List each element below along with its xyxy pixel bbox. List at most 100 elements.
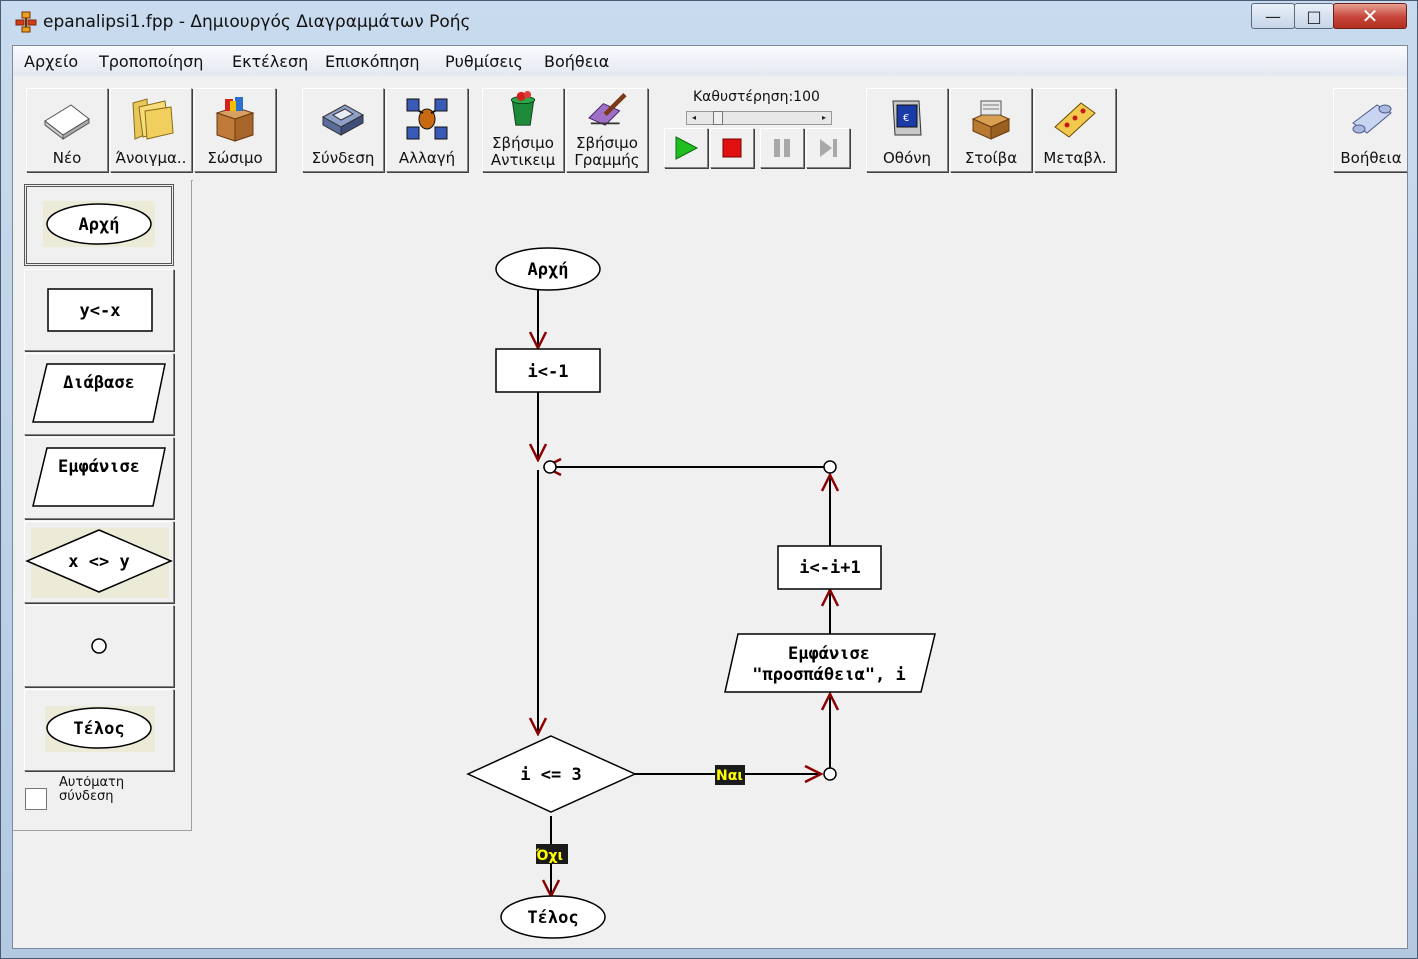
start-shape-icon: Αρχή [43,201,155,247]
menu-file[interactable]: Αρχείο [24,52,79,71]
svg-text:€: € [903,113,909,124]
palette-end[interactable]: Τέλος [24,689,174,771]
node-condition-label: i <= 3 [520,765,581,785]
menu-settings[interactable]: Ρυθμίσεις [445,52,523,71]
node-print-line2: "προσπάθεια", i [752,665,906,685]
arrows-icon [406,98,448,140]
window-title: epanalipsi1.fpp - Δημιουργός Διαγραμμάτω… [43,12,471,32]
delete-object-label-line2: Αντικειμ [490,151,556,169]
print-shape-icon: Εμφάνισε [32,447,166,507]
slider-right-icon[interactable]: ▸ [821,113,826,122]
slider-thumb[interactable] [713,111,723,125]
connector-shape-icon [91,638,107,654]
maximize-button[interactable]: □ [1294,3,1334,29]
auto-connect-checkbox[interactable] [25,788,47,810]
palette-assign[interactable]: y<-x [24,269,174,351]
auto-connect-label: Αυτόματη σύνδεση [59,776,125,804]
shape-palette: Αρχή y<-x Διάβασε Εμφάνισε [13,180,192,831]
node-increment[interactable]: i<-i+1 [777,545,882,590]
help-scroll-icon [1352,104,1392,134]
menu-help[interactable]: Βοήθεια [544,52,610,71]
palette-read-label: Διάβασε [63,373,135,393]
stack-button[interactable]: Στοίβα [950,88,1032,172]
node-yes-connector[interactable] [823,767,837,781]
menu-edit[interactable]: Τροποποίηση [99,52,204,71]
client-area: Αρχείο Τροποποίηση Εκτέλεση Επισκόπηση Ρ… [12,45,1408,949]
slider-left-icon[interactable]: ◂ [691,113,696,122]
stop-button[interactable] [710,128,754,168]
stack-icon [971,100,1011,140]
flowchart-canvas[interactable]: Αρχή i<-1 i <= 3 Εμφάνισε "προσπάθεια", … [193,180,1407,948]
step-button[interactable] [806,128,850,168]
close-icon: ✕ [1361,4,1379,28]
palette-decision[interactable]: x <> y [24,521,174,603]
blank-page-icon [44,104,90,141]
node-loop-connector[interactable] [543,460,557,474]
change-button[interactable]: Αλλαγή [386,88,468,172]
no-tag-label: Όχι [535,848,563,864]
menu-view[interactable]: Επισκόπηση [325,52,420,71]
delete-object-label-line1: Σβήσιμο [492,134,554,152]
node-start-label: Αρχή [528,260,569,280]
palette-print-label: Εμφάνισε [58,457,140,477]
node-end-label: Τέλος [527,908,578,928]
minimize-button[interactable]: — [1251,3,1295,29]
read-shape-icon: Διάβασε [32,363,166,423]
run-button[interactable] [664,128,708,168]
node-print[interactable]: Εμφάνισε "προσπάθεια", i [724,633,936,693]
node-increment-label: i<-i+1 [799,558,860,578]
node-back-connector[interactable] [823,460,837,474]
palette-connector[interactable] [24,605,174,687]
box-icon [215,97,255,142]
menu-run[interactable]: Εκτέλεση [232,52,309,71]
eraser-icon [588,93,627,126]
screen-label: Οθόνη [882,149,932,167]
close-button[interactable]: ✕ [1333,3,1407,29]
title-bar[interactable]: epanalipsi1.fpp - Δημιουργός Διαγραμμάτω… [1,1,1417,45]
folder-icon [132,98,174,140]
open-label: Άνοιγμα.. [115,149,187,167]
palette-decision-label: x <> y [68,552,129,572]
pause-icon [774,139,790,157]
node-end[interactable]: Τέλος [500,895,606,939]
node-init[interactable]: i<-1 [495,348,601,393]
open-button[interactable]: Άνοιγμα.. [110,88,192,172]
palette-end-label: Τέλος [73,719,124,739]
variables-button[interactable]: Μεταβλ. [1034,88,1116,172]
variables-label: Μεταβλ. [1043,149,1107,167]
save-label: Σώσιμο [207,149,263,167]
stack-label: Στοίβα [964,149,1018,167]
screen-button[interactable]: € Οθόνη [866,88,948,172]
monitor-icon: € [892,100,922,136]
palette-read[interactable]: Διάβασε [24,353,174,435]
palette-assign-label: y<-x [80,301,121,321]
menu-bar: Αρχείο Τροποποίηση Εκτέλεση Επισκόπηση Ρ… [13,46,1407,77]
connect-button[interactable]: Σύνδεση [302,88,384,172]
variables-icon [1054,102,1096,138]
step-icon [820,139,837,157]
play-icon [675,136,699,160]
minimize-icon: — [1265,6,1281,26]
delete-line-label-line2: Γραμμής [574,151,640,169]
connect-icon [321,104,365,136]
yes-tag-label: Ναι [716,768,743,784]
palette-start[interactable]: Αρχή [24,184,174,266]
no-tag: Όχι [535,844,568,864]
pause-button[interactable] [760,128,804,168]
new-button[interactable]: Νέο [26,88,108,172]
node-start[interactable]: Αρχή [495,247,601,291]
stop-icon [722,138,742,158]
help-button[interactable]: Βοήθεια [1333,88,1407,172]
palette-print[interactable]: Εμφάνισε [24,437,174,519]
trash-icon [510,91,536,126]
save-button[interactable]: Σώσιμο [194,88,276,172]
help-label: Βοήθεια [1340,149,1402,167]
maximize-icon: □ [1306,6,1322,26]
node-condition[interactable]: i <= 3 [466,735,637,813]
delay-slider[interactable]: ◂ ▸ [686,111,832,125]
